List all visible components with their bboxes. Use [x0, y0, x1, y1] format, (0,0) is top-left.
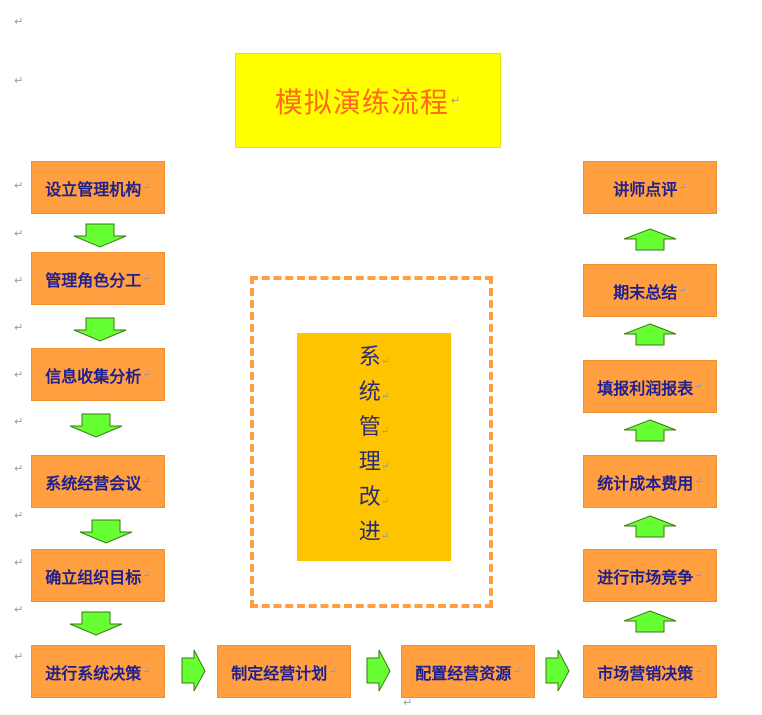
step-box-left-6: 进行系统决策↵ — [31, 645, 165, 698]
center-char: 进↵ — [358, 520, 390, 545]
arrow-up-icon — [623, 419, 677, 442]
step-box-bottom-2: 配置经营资源↵ — [401, 645, 535, 698]
paragraph-mark: ↵ — [142, 666, 151, 677]
step-label: 进行市场竞争 — [597, 567, 694, 587]
arrow-down-icon — [73, 223, 127, 248]
step-label: 讲师点评 — [613, 179, 678, 199]
paragraph-mark: ↵ — [142, 369, 151, 380]
step-box-right-2: 期末总结↵ — [583, 264, 717, 317]
paragraph-mark: ↵ — [14, 321, 24, 334]
paragraph-mark: ↵ — [142, 273, 151, 284]
arrow-down-icon — [69, 611, 123, 636]
step-label: 系统经营会议 — [45, 473, 142, 493]
paragraph-mark: ↵ — [678, 182, 687, 193]
step-box-left-2: 管理角色分工↵ — [31, 252, 165, 305]
step-label: 填报利润报表 — [597, 378, 694, 398]
paragraph-mark: ↵ — [14, 368, 24, 381]
arrow-right-icon — [366, 649, 391, 692]
step-box-left-5: 确立组织目标↵ — [31, 549, 165, 602]
paragraph-mark: ↵ — [14, 556, 24, 569]
center-char: 统↵ — [358, 380, 390, 405]
arrow-down-icon — [73, 317, 127, 342]
step-label: 管理角色分工 — [45, 270, 142, 290]
step-label: 制定经营计划 — [231, 663, 328, 683]
paragraph-mark: ↵ — [512, 666, 521, 677]
paragraph-mark: ↵ — [678, 285, 687, 296]
step-box-left-3: 信息收集分析↵ — [31, 348, 165, 401]
paragraph-mark: ↵ — [14, 650, 24, 663]
paragraph-mark: ↵ — [14, 179, 24, 192]
system-improvement-block: 系↵ 统↵ 管↵ 理↵ 改↵ 进↵ — [297, 333, 451, 561]
paragraph-mark: ↵ — [694, 476, 703, 487]
step-label: 确立组织目标 — [45, 567, 142, 587]
step-label: 信息收集分析 — [45, 366, 142, 386]
step-label: 进行系统决策 — [45, 663, 142, 683]
center-char: 理↵ — [358, 450, 390, 475]
paragraph-mark: ↵ — [142, 182, 151, 193]
paragraph-mark: ↵ — [14, 462, 24, 475]
paragraph-mark: ↵ — [14, 603, 24, 616]
step-label: 市场营销决策 — [597, 663, 694, 683]
paragraph-mark: ↵ — [694, 570, 703, 581]
step-box-left-4: 系统经营会议↵ — [31, 455, 165, 508]
arrow-up-icon — [623, 323, 677, 346]
paragraph-mark: ↵ — [14, 15, 24, 28]
dashed-frame — [250, 276, 493, 608]
diagram-title: 模拟演练流程↵ — [235, 53, 501, 148]
center-char: 系↵ — [358, 345, 390, 370]
step-box-right-4: 统计成本费用↵ — [583, 455, 717, 508]
step-label: 统计成本费用 — [597, 473, 694, 493]
paragraph-mark: ↵ — [14, 74, 24, 87]
paragraph-mark: ↵ — [694, 381, 703, 392]
center-char: 管↵ — [358, 415, 390, 440]
paragraph-mark: ↵ — [450, 94, 462, 107]
center-char: 改↵ — [358, 485, 390, 510]
paragraph-mark: ↵ — [142, 476, 151, 487]
step-label: 配置经营资源 — [415, 663, 512, 683]
arrow-up-icon — [623, 228, 677, 251]
paragraph-mark: ↵ — [14, 227, 24, 240]
paragraph-mark: ↵ — [14, 274, 24, 287]
paragraph-mark: ↵ — [142, 570, 151, 581]
step-box-right-5: 进行市场竞争↵ — [583, 549, 717, 602]
step-box-right-3: 填报利润报表↵ — [583, 360, 717, 413]
paragraph-mark: ↵ — [14, 415, 24, 428]
arrow-right-icon — [181, 649, 206, 692]
arrow-up-icon — [623, 610, 677, 633]
step-box-bottom-3: 市场营销决策↵ — [583, 645, 717, 698]
step-label: 期末总结 — [613, 282, 678, 302]
arrow-down-icon — [79, 519, 133, 544]
paragraph-mark: ↵ — [403, 696, 413, 709]
arrow-up-icon — [623, 515, 677, 538]
step-box-right-1: 讲师点评↵ — [583, 161, 717, 214]
step-box-left-1: 设立管理机构↵ — [31, 161, 165, 214]
diagram-title-text: 模拟演练流程 — [274, 85, 449, 119]
arrow-down-icon — [69, 413, 123, 438]
arrow-right-icon — [545, 649, 570, 692]
paragraph-mark: ↵ — [328, 666, 337, 677]
step-label: 设立管理机构 — [45, 179, 142, 199]
paragraph-mark: ↵ — [694, 666, 703, 677]
step-box-bottom-1: 制定经营计划↵ — [217, 645, 351, 698]
paragraph-mark: ↵ — [14, 509, 24, 522]
